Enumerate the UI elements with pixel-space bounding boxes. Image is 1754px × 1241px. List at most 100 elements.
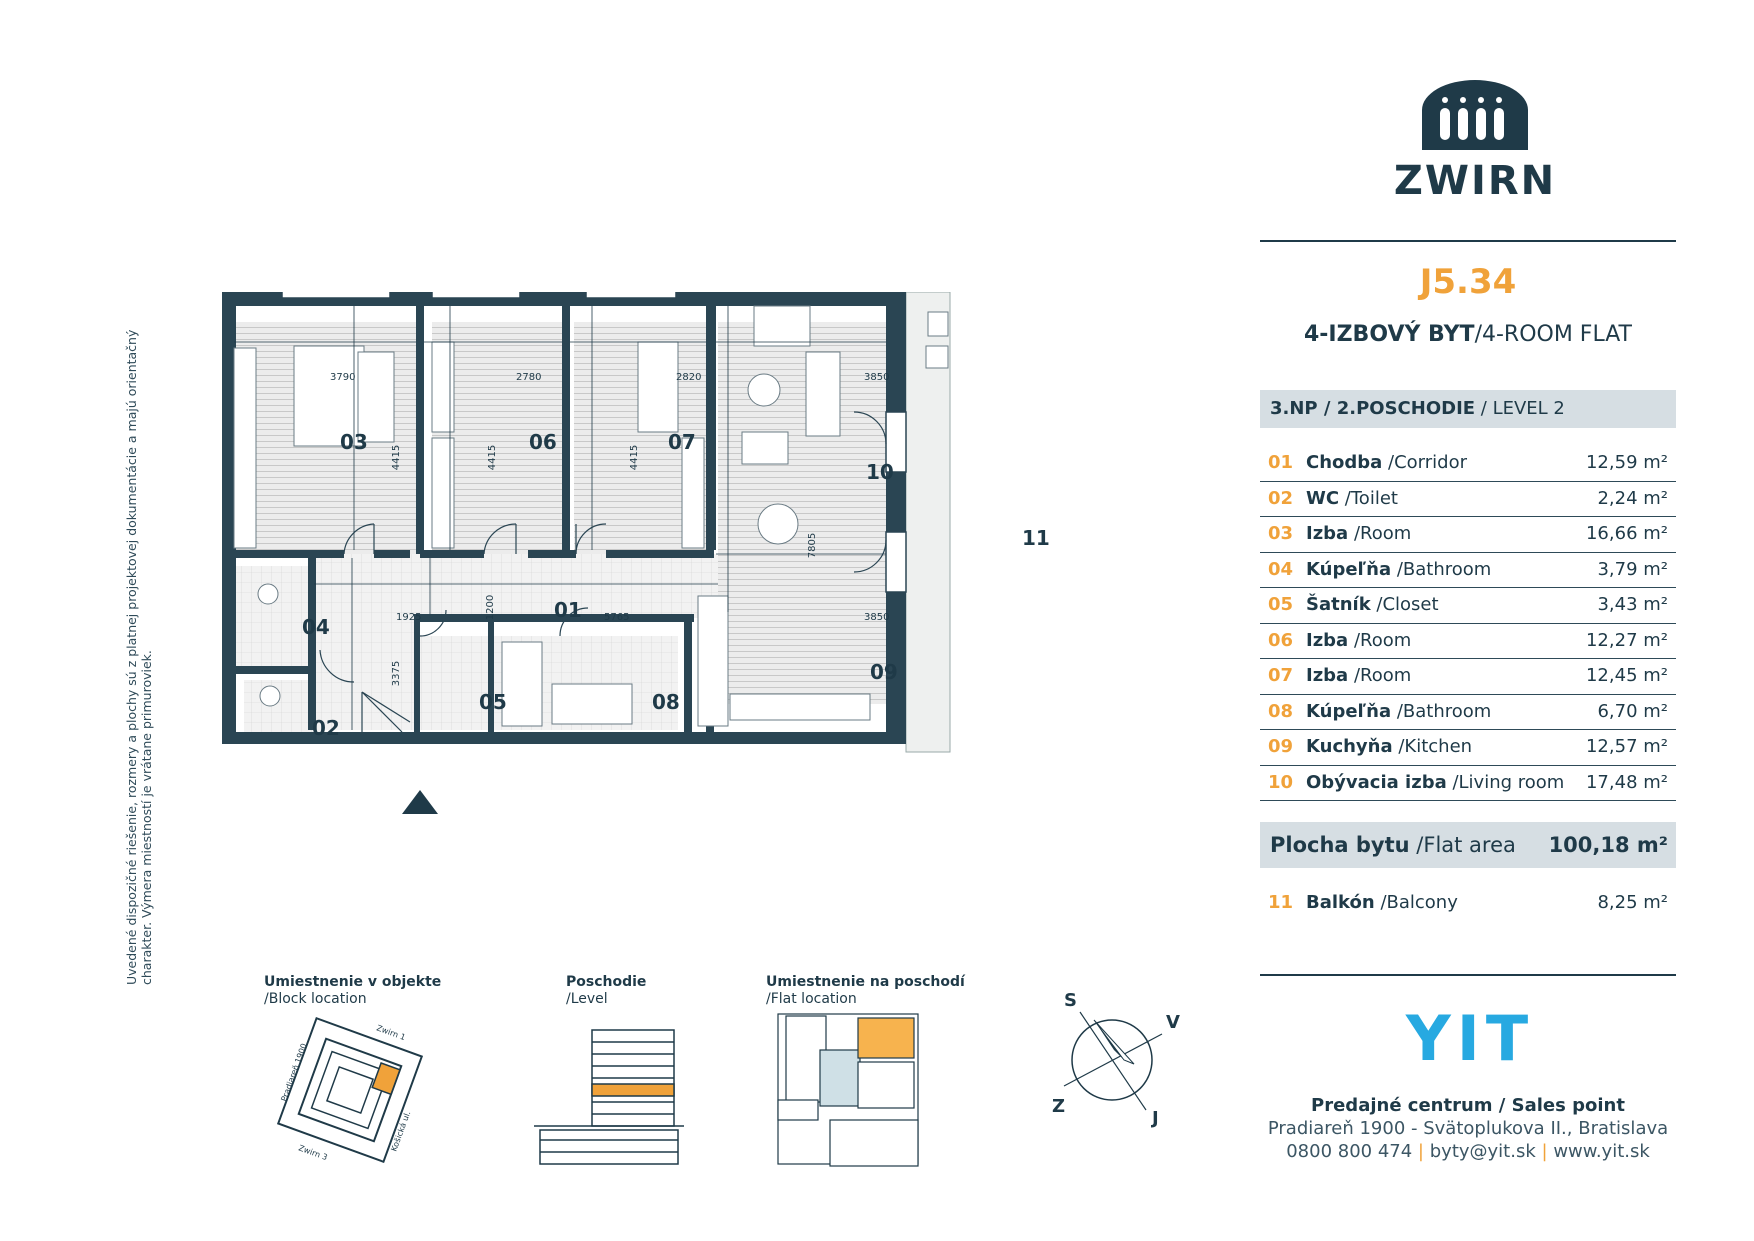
dimension-label: 5765 <box>604 612 630 623</box>
street-label: Pradiareň 1900 <box>278 1042 308 1103</box>
room-name-sk: Kúpeľňa <box>1306 558 1392 580</box>
room-area: 12,45 m² <box>1585 665 1668 686</box>
room-area: 12,57 m² <box>1585 736 1668 757</box>
compass-south-label: J <box>1152 1108 1159 1129</box>
flat-location-map <box>777 1013 919 1167</box>
brand-name: ZWIRN <box>1393 158 1557 204</box>
room-name: Kuchyňa /Kitchen <box>1306 730 1472 764</box>
sales-web[interactable]: www.yit.sk <box>1553 1141 1650 1162</box>
total-area-bar: Plocha bytu /Flat area 100,18 m² <box>1260 822 1676 868</box>
room-name-en: /Balcony <box>1374 892 1458 913</box>
room-label-10: 10 <box>866 460 894 484</box>
walls <box>222 292 906 744</box>
dimension-label: 4415 <box>391 444 403 471</box>
level-caption-title: Poschodie <box>566 974 647 990</box>
sales-contacts: 0800 800 474 | byty@yit.sk | www.yit.sk <box>1260 1140 1676 1163</box>
room-name: Balkón /Balcony <box>1306 888 1458 918</box>
sales-email[interactable]: byty@yit.sk <box>1429 1141 1536 1162</box>
room-area: 6,70 m² <box>1597 700 1668 722</box>
room-label-05: 05 <box>479 690 507 714</box>
room-label-06: 06 <box>529 430 557 454</box>
room-name-en: /Room <box>1348 665 1412 686</box>
level-caption: Poschodie /Level <box>566 974 646 1008</box>
room-01-floor <box>310 554 718 618</box>
dimension-label: 4415 <box>487 444 499 471</box>
room-name-sk: Obývacia izba <box>1306 771 1447 793</box>
disclaimer: Uvedené dispozičné riešenie, rozmery a p… <box>124 329 154 985</box>
flat-location-title: Umiestnenie na poschodí <box>766 974 965 990</box>
compass-west-label: Z <box>1052 1096 1066 1117</box>
room-11-floor <box>905 292 951 753</box>
level-bar: 3.NP / 2.POSCHODIE / LEVEL 2 <box>1260 390 1676 428</box>
room-label-09: 09 <box>870 660 898 684</box>
room-number: 05 <box>1268 594 1294 615</box>
level-caption-subtitle: /Level <box>566 991 608 1007</box>
room-name-sk: Izba <box>1306 523 1349 544</box>
room-name: Kúpeľňa /Bathroom <box>1306 695 1491 729</box>
dimension-label: 3375 <box>391 660 403 687</box>
room-label-03: 03 <box>340 430 368 454</box>
divider <box>1260 240 1676 242</box>
room-number: 07 <box>1268 665 1294 686</box>
block-location-map: Zwirn 1 Pradiareň 1900 Košická ul. Zwirn… <box>276 1016 424 1164</box>
separator: | <box>1417 1141 1424 1162</box>
furniture <box>233 305 949 727</box>
room-name-en: /Closet <box>1370 594 1439 615</box>
flat-type-en: /4-ROOM FLAT <box>1474 322 1632 347</box>
flat-type: 4-IZBOVÝ BYT/4-ROOM FLAT <box>1260 322 1676 347</box>
yit-logo: YIT <box>1405 1012 1534 1064</box>
separator: | <box>1541 1141 1548 1162</box>
total-label-sk: Plocha bytu <box>1270 833 1410 857</box>
level-sk: 3.NP / 2.POSCHODIE <box>1270 398 1476 419</box>
sales-address: Pradiareň 1900 - Svätoplukova II., Brati… <box>1267 1118 1669 1139</box>
room-name-sk: Kúpeľňa <box>1306 700 1392 722</box>
sales-phone[interactable]: 0800 800 474 <box>1286 1141 1413 1162</box>
flat-type-sk: 4-IZBOVÝ BYT <box>1303 322 1475 347</box>
balcony-row: 11 Balkón /Balcony 8,25 m² <box>1260 888 1676 918</box>
list-item: 05 Šatník /Closet 3,43 m² <box>1260 588 1676 624</box>
dimension-lines <box>234 306 886 730</box>
room-04-floor <box>234 566 320 668</box>
room-area: 17,48 m² <box>1585 771 1668 793</box>
room-name-en: /Kitchen <box>1392 736 1473 757</box>
dimension-label: 2820 <box>676 372 702 383</box>
room-name-sk: Šatník <box>1306 594 1371 615</box>
compass-icon <box>1063 1011 1163 1111</box>
room-area: 12,59 m² <box>1585 452 1668 473</box>
room-name: Kúpeľňa /Bathroom <box>1306 553 1491 587</box>
entrance-arrow-icon <box>402 790 438 814</box>
street-label: Zwirn 3 <box>297 1143 328 1162</box>
dimension-label: 3790 <box>330 372 356 383</box>
dimension-label: 1200 <box>485 594 497 621</box>
total-value: 100,18 m² <box>1548 833 1668 857</box>
yit-logo-text: YIT <box>1405 1012 1534 1064</box>
room-area: 3,43 m² <box>1597 594 1668 615</box>
dimension-label: 2780 <box>516 372 542 383</box>
room-name-sk: Balkón <box>1306 892 1375 913</box>
room-number: 04 <box>1268 558 1294 580</box>
room-label-07: 07 <box>668 430 696 454</box>
compass-east-label: V <box>1166 1012 1180 1033</box>
room-label-08: 08 <box>652 690 680 714</box>
room-area: 16,66 m² <box>1585 523 1668 544</box>
room-area: 8,25 m² <box>1597 892 1668 913</box>
room-number: 01 <box>1268 452 1294 473</box>
dimension-label: 1925 <box>396 612 422 623</box>
room-name-sk: Chodba <box>1306 452 1383 473</box>
street-label: Zwirn 1 <box>375 1023 406 1042</box>
sales-title: Predajné centrum / Sales point <box>1311 1095 1625 1116</box>
room-name: WC /Toilet <box>1306 482 1398 516</box>
compass-north-label: S <box>1064 990 1077 1011</box>
room-name: Šatník /Closet <box>1306 588 1439 622</box>
room-name: Chodba /Corridor <box>1306 446 1467 480</box>
room-number: 11 <box>1268 892 1294 913</box>
flat-location-caption: Umiestnenie na poschodí /Flat location <box>766 974 965 1008</box>
flat-code: J5.34 <box>1419 262 1517 302</box>
